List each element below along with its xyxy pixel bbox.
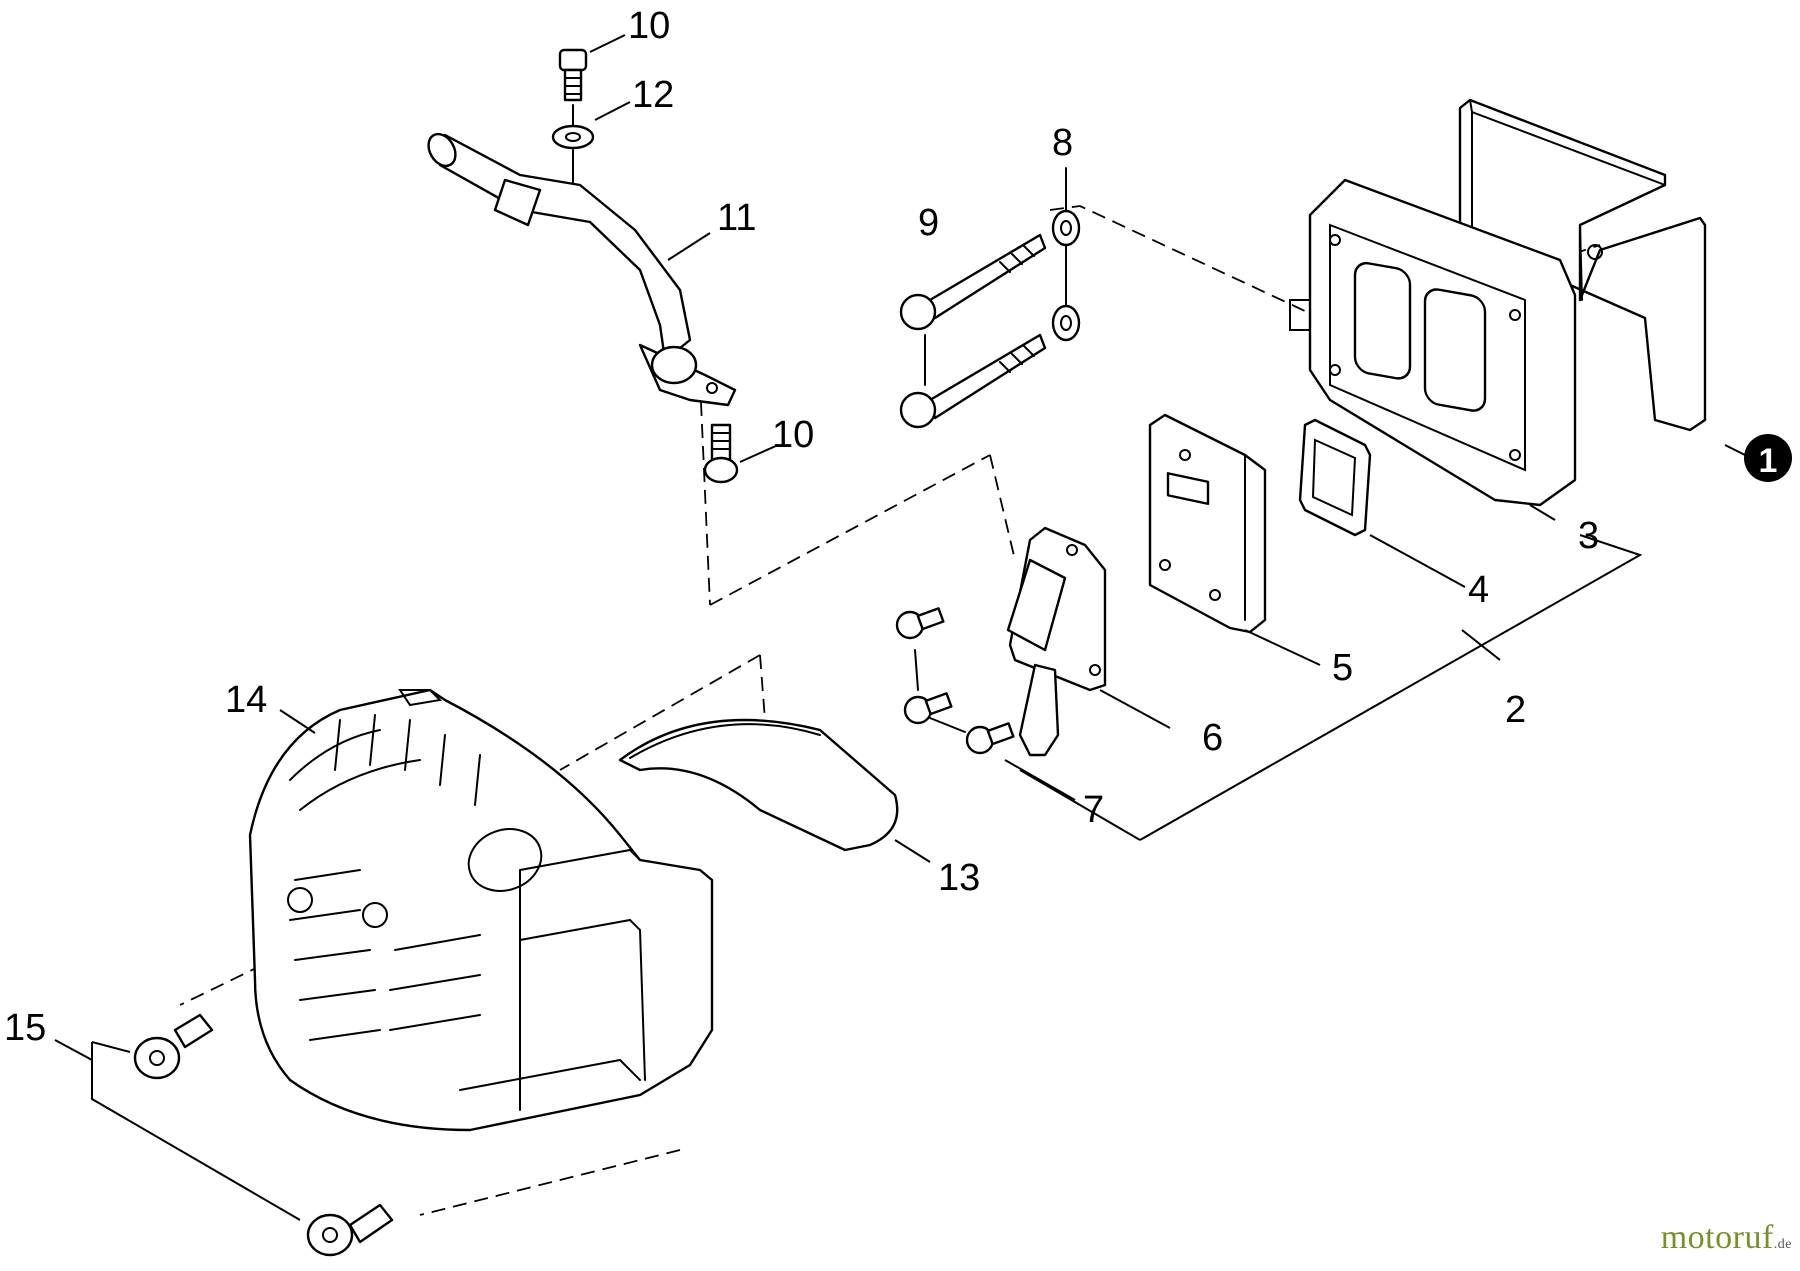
- part-13-deflector: [618, 718, 899, 852]
- callout-6: 6: [1202, 717, 1223, 759]
- screw-15b: [306, 1203, 394, 1257]
- callout-8: 8: [1052, 122, 1073, 164]
- part-10-bolt-top: [558, 48, 588, 102]
- callout-15: 15: [4, 1007, 46, 1049]
- watermark-tld: .de: [1773, 1237, 1792, 1252]
- part-6-elbow: [1006, 526, 1107, 757]
- callout-9: 9: [918, 202, 939, 244]
- part-14-engine-cover: [248, 688, 714, 1132]
- part-5-plate: [1148, 413, 1267, 634]
- screw-7c: [965, 722, 1015, 755]
- callout-1-badge: 1: [1744, 434, 1792, 482]
- callout-12: 12: [632, 74, 674, 116]
- screw-7b: [903, 692, 953, 725]
- part-11-pipe: [427, 132, 737, 407]
- callout-2: 2: [1505, 689, 1526, 731]
- bolt-9a: [899, 233, 1047, 331]
- screw-15a: [133, 1013, 214, 1080]
- callout-4: 4: [1468, 569, 1489, 611]
- part-4-gasket: [1298, 418, 1372, 537]
- callout-5: 5: [1332, 647, 1353, 689]
- callout-7: 7: [1083, 789, 1104, 831]
- callout-3: 3: [1578, 515, 1599, 557]
- callout-13: 13: [938, 857, 980, 899]
- part-8-washers: [1051, 167, 1081, 342]
- watermark-brand: motoruf: [1660, 1219, 1774, 1256]
- callout-10-top: 10: [628, 5, 670, 47]
- part-10-bolt-lower: [703, 423, 739, 484]
- bolt-9b: [899, 333, 1047, 429]
- leader-lines: [54, 34, 1746, 1221]
- watermark-logo: motoruf.de: [1661, 1219, 1792, 1257]
- part-15-screws: [133, 1013, 394, 1257]
- part-3-muffler: [1289, 178, 1577, 507]
- part-7-screws: [895, 607, 1015, 755]
- callout-1: 1: [1759, 442, 1778, 480]
- part-9-bolts: [899, 233, 1047, 429]
- screw-7a: [895, 607, 945, 640]
- part-12-washer: [551, 104, 595, 186]
- callout-10-lower: 10: [772, 414, 814, 456]
- callout-11: 11: [717, 197, 756, 239]
- callout-14: 14: [225, 679, 267, 721]
- callout-labels: 10 12 8 11 9 10 3 4 5 2 6 7 13 14 15 1: [4, 5, 1792, 1049]
